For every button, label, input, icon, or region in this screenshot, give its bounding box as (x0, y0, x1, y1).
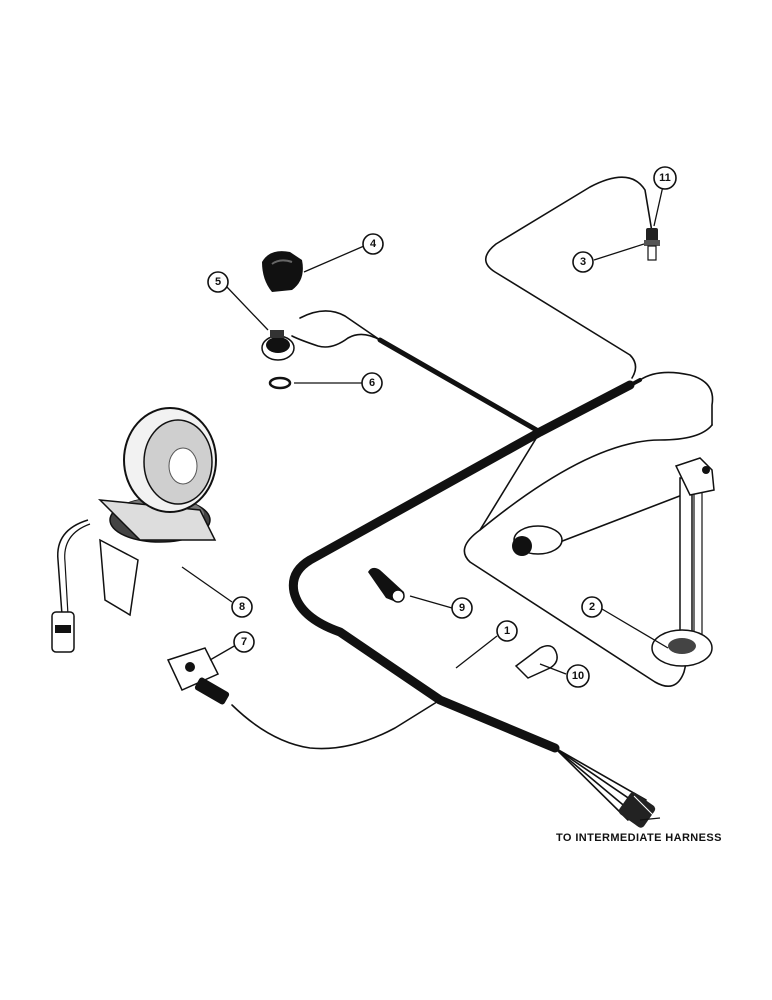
callout-1: 1 (496, 620, 518, 642)
work-lamp (51, 407, 217, 653)
svg-text:10: 10 (572, 670, 584, 682)
callout-9: 9 (451, 597, 473, 619)
fuel-sender (512, 457, 715, 667)
svg-text:2: 2 (589, 601, 595, 613)
washer (268, 376, 292, 390)
svg-text:1: 1 (504, 625, 510, 637)
clip (514, 645, 558, 679)
callout-2: 2 (581, 596, 603, 618)
svg-text:6: 6 (369, 377, 375, 389)
callout-5: 5 (207, 271, 229, 293)
leader-lines (181, 185, 669, 821)
bracket-connector (166, 647, 230, 705)
svg-text:9: 9 (459, 602, 465, 614)
svg-text:4: 4 (370, 238, 377, 250)
harness-wires (231, 176, 714, 821)
svg-text:5: 5 (215, 276, 221, 288)
main-harness (288, 337, 642, 753)
temperature-sender (644, 228, 660, 261)
callout-10: 10 (566, 664, 590, 688)
callout-6: 6 (361, 372, 383, 394)
oil-pressure-switch (261, 330, 295, 361)
callout-11: 11 (653, 166, 677, 190)
terminal-lug (368, 567, 405, 603)
callout-3: 3 (572, 251, 594, 273)
intermediate-harness-caption: TO INTERMEDIATE HARNESS (556, 832, 722, 844)
svg-text:3: 3 (580, 256, 586, 268)
svg-text:7: 7 (241, 636, 247, 648)
callout-7: 7 (233, 631, 255, 653)
switch-cap (262, 251, 303, 292)
svg-text:8: 8 (239, 601, 245, 613)
callout-4: 4 (362, 233, 384, 255)
callout-8: 8 (231, 596, 253, 618)
svg-text:11: 11 (659, 172, 671, 184)
